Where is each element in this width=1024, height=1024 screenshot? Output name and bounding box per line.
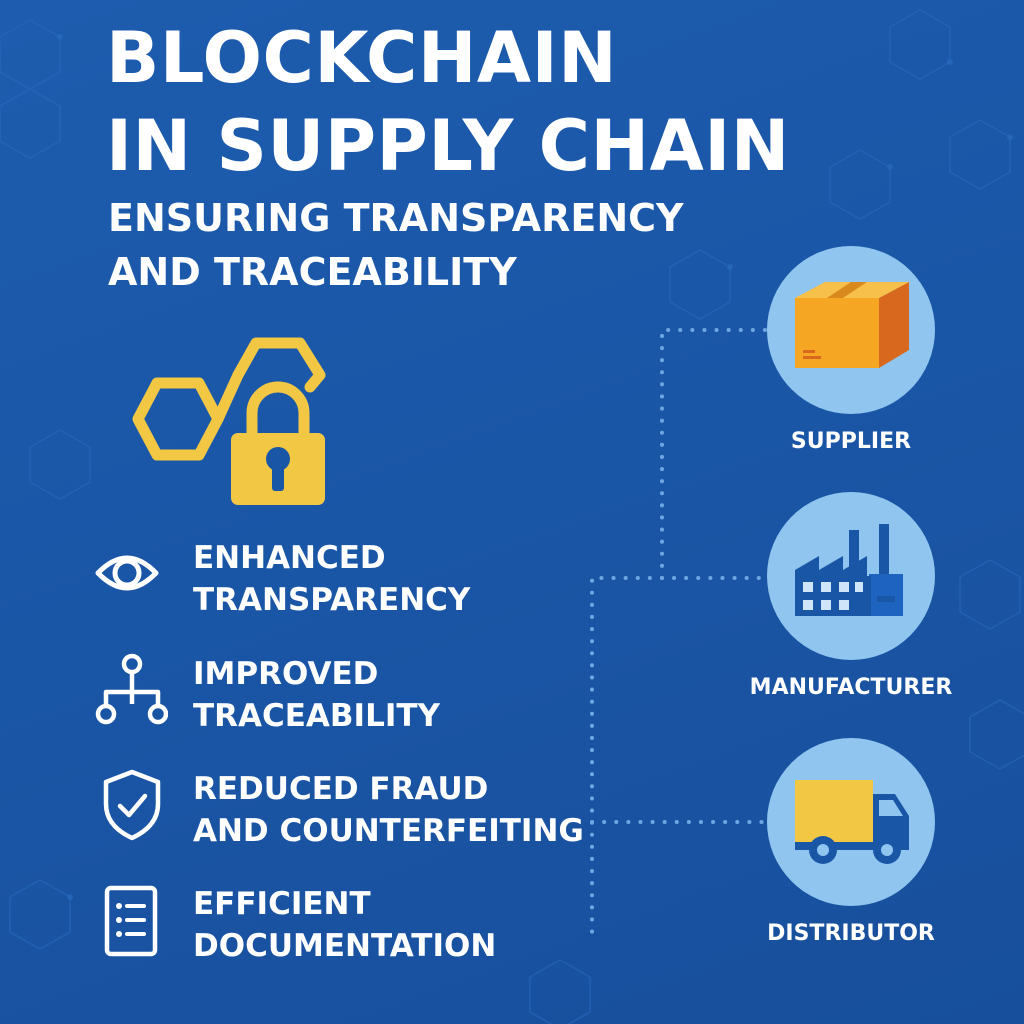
subtitle-line-2: AND TRACEABILITY — [108, 250, 517, 294]
node-label: SUPPLIER — [790, 429, 912, 454]
node-label: MANUFACTURER — [749, 675, 953, 700]
node-circle — [767, 738, 935, 906]
benefit-label-line-1: ENHANCED — [193, 540, 386, 576]
benefit-label-line-2: AND COUNTERFEITING — [193, 813, 584, 849]
shield-check-icon — [103, 769, 161, 841]
benefit-label-line-2: TRANSPARENCY — [193, 582, 471, 618]
node-label: DISTRIBUTOR — [767, 921, 935, 946]
network-nodes-icon — [95, 653, 168, 725]
benefit-label-line-1: IMPROVED — [193, 656, 379, 692]
node-circle — [767, 246, 935, 414]
benefit-label-line-2: DOCUMENTATION — [193, 928, 497, 964]
benefit-label-line-1: EFFICIENT — [193, 886, 371, 922]
subtitle-line-1: ENSURING TRANSPARENCY — [108, 196, 684, 240]
benefit-label: REDUCED FRAUD AND COUNTERFEITING — [193, 768, 584, 852]
factory-icon — [795, 524, 903, 616]
title-line-1: BLOCKCHAIN — [106, 17, 618, 99]
benefit-label: ENHANCED TRANSPARENCY — [193, 537, 470, 621]
benefit-label: IMPROVED TRACEABILITY — [193, 653, 440, 737]
page-title: BLOCKCHAIN IN SUPPLY CHAIN — [106, 14, 790, 190]
benefit-label-line-2: TRACEABILITY — [193, 698, 440, 734]
title-line-2: IN SUPPLY CHAIN — [106, 105, 790, 187]
package-box-icon — [795, 282, 909, 368]
document-list-icon — [104, 885, 158, 957]
node-circle — [767, 492, 935, 660]
blockchain-lock-icon — [132, 337, 326, 505]
page-subtitle: ENSURING TRANSPARENCY AND TRACEABILITY — [108, 191, 684, 299]
benefit-label-line-1: REDUCED FRAUD — [193, 771, 489, 807]
eye-icon — [95, 555, 159, 591]
benefit-label: EFFICIENT DOCUMENTATION — [193, 883, 496, 967]
delivery-truck-icon — [795, 780, 909, 864]
